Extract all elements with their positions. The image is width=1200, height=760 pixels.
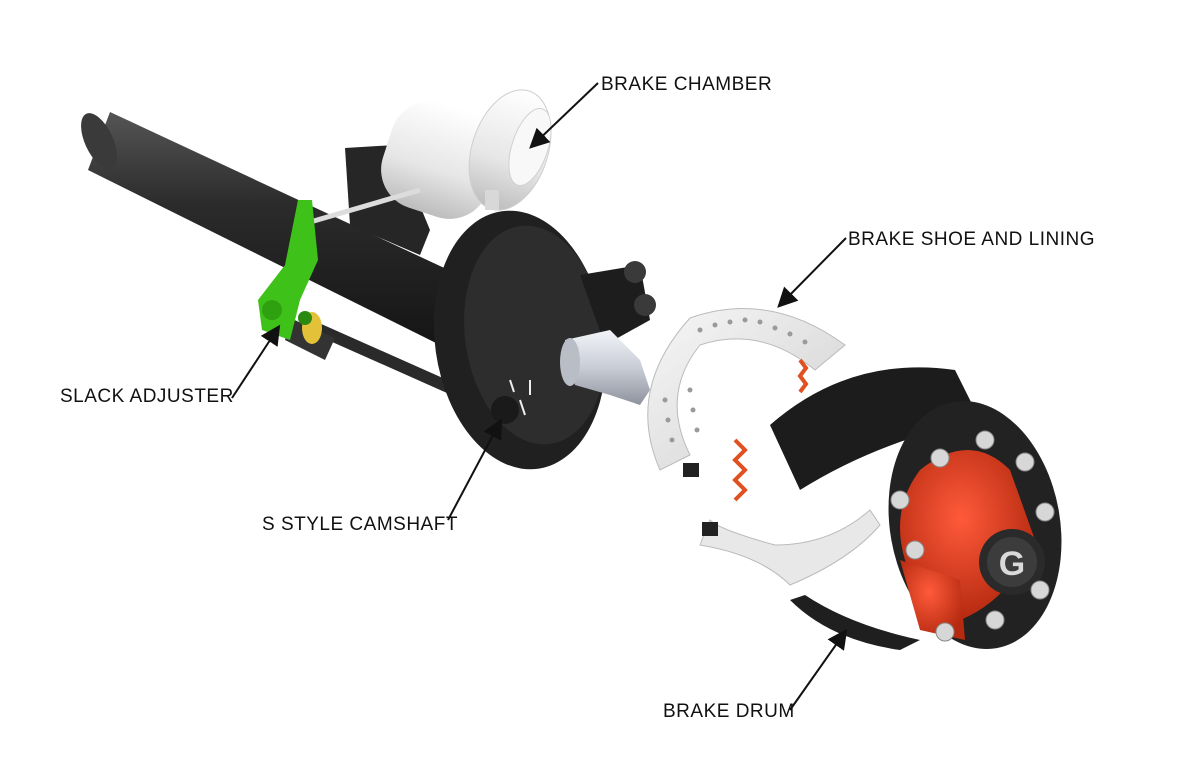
lug-nuts	[890, 430, 1055, 642]
label-slack-adjuster: SLACK ADJUSTER	[60, 386, 234, 407]
arrow-camshaft	[447, 418, 502, 521]
arrow-brake-shoe	[777, 237, 847, 308]
slack-adjuster	[258, 200, 318, 340]
wheel-hub: G	[900, 450, 1045, 640]
callout-arrows	[231, 82, 848, 711]
label-brake-drum: BRAKE DRUM	[663, 701, 795, 722]
return-springs	[732, 358, 809, 502]
axle-beam	[81, 112, 470, 345]
hub-logo-letter: G	[999, 545, 1025, 583]
label-brake-shoe-and-lining: BRAKE SHOE AND LINING	[848, 229, 1096, 250]
arrow-brake-drum	[789, 628, 848, 711]
brake-chamber	[299, 89, 552, 255]
brake-shoe-and-lining	[647, 308, 881, 586]
spindle	[560, 330, 650, 405]
label-s-style-camshaft: S STYLE CAMSHAFT	[262, 514, 458, 535]
arrow-slack-adjuster	[231, 324, 281, 399]
backing-plate	[433, 210, 656, 470]
label-brake-chamber: BRAKE CHAMBER	[601, 74, 773, 95]
arrow-brake-chamber	[529, 82, 599, 149]
